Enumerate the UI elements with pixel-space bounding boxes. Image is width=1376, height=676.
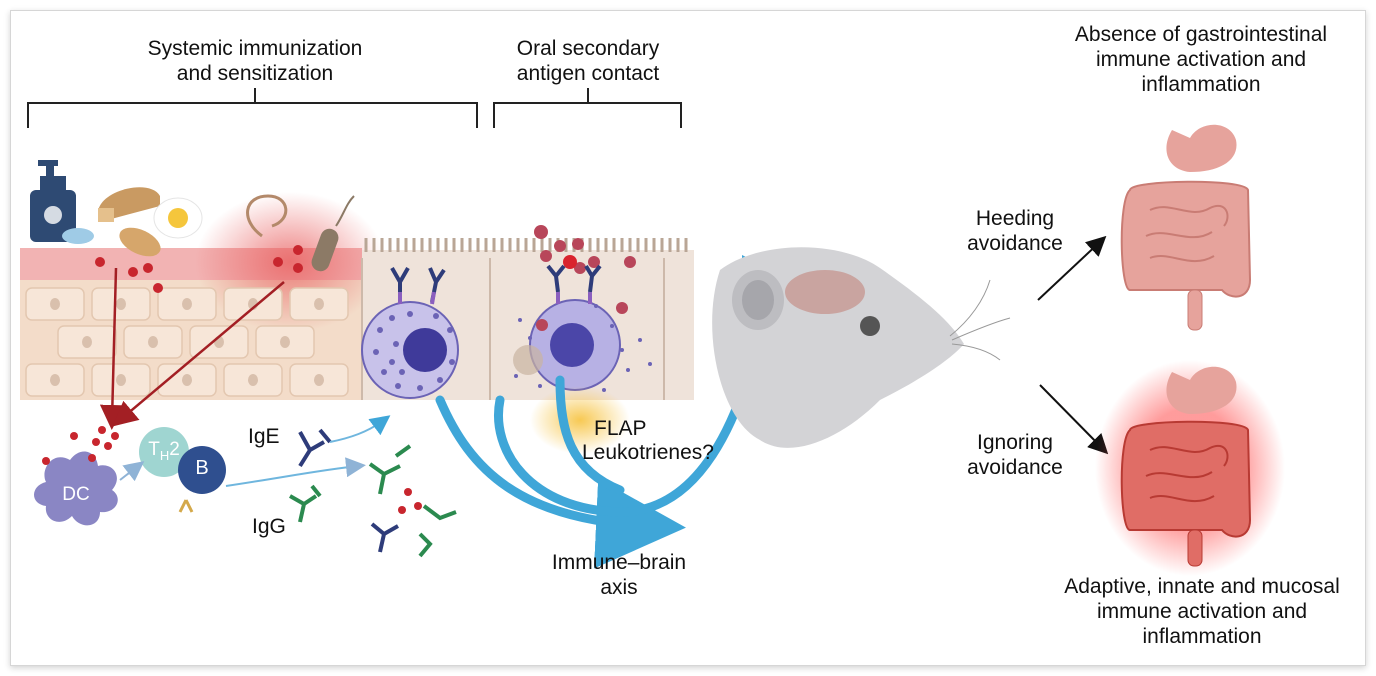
flap-glow — [530, 386, 630, 454]
label-ignoring: Ignoring avoidance — [967, 431, 1063, 479]
label-flap: FLAP — [594, 417, 647, 440]
b-cell — [178, 446, 226, 513]
dendritic-cell — [34, 451, 118, 526]
skin-tissue — [20, 192, 385, 400]
label-ige: IgE — [248, 425, 280, 448]
heading-absence: Absence of gastrointestinal immune activ… — [1074, 23, 1328, 96]
igg-antibody — [289, 484, 322, 523]
mite-icon — [246, 194, 288, 238]
allergen-particles — [70, 245, 303, 450]
peanut-icon — [119, 227, 161, 257]
allergen-entry-arrows — [99, 267, 285, 430]
antibody-arrows — [225, 415, 391, 487]
bread-icon — [98, 187, 160, 222]
ige-antibody — [298, 428, 332, 468]
bracket-oral — [493, 88, 682, 128]
dc-to-th2-arrow — [119, 461, 145, 482]
mast-cell-resting — [361, 267, 459, 399]
label-igg: IgG — [252, 515, 286, 538]
mouse-illustration — [712, 247, 1011, 448]
label-dc: DC — [62, 484, 90, 505]
gut-inflamed — [1095, 360, 1285, 576]
heading-oral: Oral secondary antigen contact — [516, 37, 660, 85]
label-th2: TH2 — [140, 437, 188, 468]
bacterium-icon — [311, 195, 355, 272]
heeding-arrow — [1037, 235, 1107, 301]
label-heeding: Heeding avoidance — [967, 207, 1063, 255]
lotion-bottle-icon — [30, 160, 94, 244]
label-th2-t: T — [148, 439, 160, 460]
label-th2-2: 2 — [169, 439, 180, 460]
gut-healthy — [1120, 124, 1252, 331]
label-b: B — [195, 457, 209, 479]
antibody-complex — [368, 444, 457, 558]
ignoring-arrow — [1039, 384, 1109, 455]
heading-adaptive: Adaptive, innate and mucosal immune acti… — [1064, 575, 1340, 648]
label-th2-h: H — [159, 447, 170, 463]
egg-icon — [153, 197, 203, 239]
complex-allergens — [398, 488, 422, 514]
th2-cell — [139, 427, 189, 477]
label-leukotrienes: Leukotrienes? — [582, 441, 714, 464]
heading-systemic: Systemic immunization and sensitization — [147, 37, 363, 85]
bracket-systemic — [27, 88, 478, 128]
label-immune-brain-axis: Immune–brain axis — [551, 551, 687, 599]
